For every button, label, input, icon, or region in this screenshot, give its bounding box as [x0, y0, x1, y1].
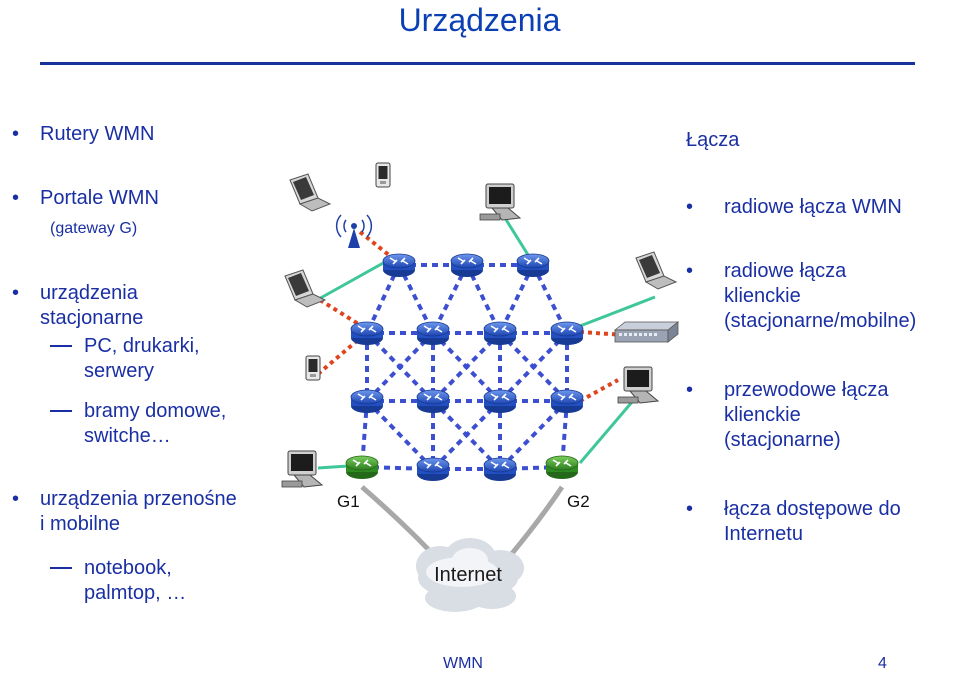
- footer-title: WMN: [443, 655, 483, 672]
- sub-pc-2: serwery: [84, 360, 155, 382]
- laptop-icon: [635, 251, 677, 290]
- switch-icon: [613, 321, 680, 343]
- mesh-router: [416, 321, 450, 346]
- bullet-portale: Portale WMN: [40, 187, 159, 209]
- link-type-access-1: łącza dostępowe do: [724, 498, 901, 520]
- desktop-icon: [617, 366, 659, 404]
- link-type-radio-client-2: klienckie: [724, 285, 801, 307]
- label-g2: G2: [567, 492, 590, 511]
- mesh-router: [516, 253, 550, 278]
- sub-pc-1: PC, drukarki,: [84, 335, 200, 357]
- bullet: •: [686, 498, 694, 520]
- wireless-antenna-icon: [335, 214, 373, 248]
- mesh-router: [350, 389, 384, 414]
- mesh-router: [416, 457, 450, 482]
- bullet: •: [12, 488, 20, 510]
- gateway-router-g1: [345, 455, 379, 480]
- bullet: •: [686, 196, 694, 218]
- link-type-access-2: Internetu: [724, 523, 803, 545]
- bullet-mobilne-1: urządzenia przenośne: [40, 488, 237, 510]
- sub-notebook-1: notebook,: [84, 557, 172, 579]
- palmtop-icon: [305, 355, 321, 381]
- palmtop-icon: [375, 162, 391, 188]
- links-header: Łącza: [686, 129, 740, 151]
- title-divider: [40, 62, 915, 65]
- mesh-router: [550, 321, 584, 346]
- desktop-icon: [281, 450, 323, 488]
- link-type-wmn: radiowe łącza WMN: [724, 196, 902, 218]
- laptop-icon: [289, 173, 331, 212]
- mesh-router: [483, 389, 517, 414]
- label-g1: G1: [337, 492, 360, 511]
- dash: [50, 410, 72, 412]
- mesh-router: [483, 457, 517, 482]
- mesh-router: [550, 389, 584, 414]
- label-internet: Internet: [434, 564, 502, 586]
- bullet-portale-sub: (gateway G): [50, 220, 138, 237]
- sub-notebook-2: palmtop, …: [84, 582, 187, 604]
- link-type-radio-client-3: (stacjonarne/mobilne): [724, 310, 917, 332]
- slide-title: Urządzenia: [398, 2, 561, 38]
- sub-bramy-1: bramy domowe,: [84, 400, 227, 422]
- bullet: •: [12, 123, 20, 145]
- bullet-stacjonarne-1: urządzenia: [40, 282, 138, 304]
- mesh-router: [416, 389, 450, 414]
- bullet: •: [12, 187, 20, 209]
- gateway-router-g2: [545, 455, 579, 480]
- bullet-stacjonarne-2: stacjonarne: [40, 307, 144, 329]
- bullet: •: [686, 379, 694, 401]
- bullet: •: [686, 260, 694, 282]
- desktop-icon: [479, 183, 521, 221]
- mesh-router: [350, 321, 384, 346]
- link-type-radio-client-1: radiowe łącza: [724, 260, 847, 282]
- laptop-icon: [284, 269, 326, 308]
- page-number: 4: [878, 655, 887, 672]
- bullet: •: [12, 282, 20, 304]
- bullet-mobilne-2: i mobilne: [40, 513, 121, 535]
- bullet-rutery: Rutery WMN: [40, 123, 155, 145]
- mesh-router: [483, 321, 517, 346]
- link-type-wired-3: (stacjonarne): [724, 429, 841, 451]
- dash: [50, 567, 72, 569]
- mesh-router: [450, 253, 484, 278]
- internet-cloud-icon: [416, 538, 524, 612]
- link-type-wired-2: klienckie: [724, 404, 801, 426]
- mesh-router: [382, 253, 416, 278]
- dash: [50, 345, 72, 347]
- link-type-wired-1: przewodowe łącza: [724, 379, 889, 401]
- sub-bramy-2: switche…: [84, 425, 171, 447]
